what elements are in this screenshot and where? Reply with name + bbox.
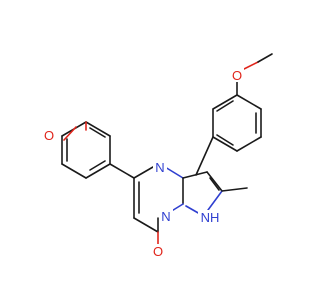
oxygen-methoxy-left-label: O <box>44 128 54 143</box>
bond <box>89 127 106 138</box>
bond <box>236 94 262 110</box>
bond <box>212 136 238 152</box>
bond-methyl-right <box>257 53 273 63</box>
label-mask <box>153 160 167 174</box>
label-mask <box>159 209 173 223</box>
bond <box>207 190 223 211</box>
bond <box>216 100 234 112</box>
oxygen-carbonyl-label: O <box>153 244 163 259</box>
bond <box>209 177 220 191</box>
bond-methoxy-right-o <box>241 61 259 71</box>
nh-pyrazole-label: NH <box>201 210 220 225</box>
bond <box>206 171 223 192</box>
label-mask <box>230 68 244 82</box>
bond <box>89 160 106 171</box>
nitrogen-pyrimidine-label: N <box>155 160 164 175</box>
bond-methyl <box>221 187 248 192</box>
bond <box>212 94 238 110</box>
oxygen-methoxy-right-label: O <box>232 68 242 83</box>
bond-methoxy-left-o <box>63 126 77 141</box>
bond-right-aryl-to-core <box>195 136 214 176</box>
bond <box>85 121 111 137</box>
bond <box>185 205 201 215</box>
nitrogen-bridge-label: N <box>161 209 170 224</box>
bond <box>85 163 111 179</box>
label-mask <box>151 244 165 258</box>
molecule-structure-diagram: O O N N NH O <box>42 53 273 259</box>
pyrimidinone-ring <box>133 166 184 247</box>
bond <box>61 163 87 179</box>
bond <box>236 136 262 152</box>
bond <box>164 166 184 179</box>
label-mask <box>198 210 222 224</box>
bond <box>133 166 154 179</box>
bond <box>133 217 159 233</box>
bond-left-aryl-to-core <box>109 163 135 179</box>
label-mask <box>42 128 56 142</box>
pyrazole-ring <box>182 171 223 215</box>
bond <box>182 171 208 179</box>
bond <box>216 134 234 146</box>
methoxyphenyl-ring-upper-right <box>212 94 262 152</box>
